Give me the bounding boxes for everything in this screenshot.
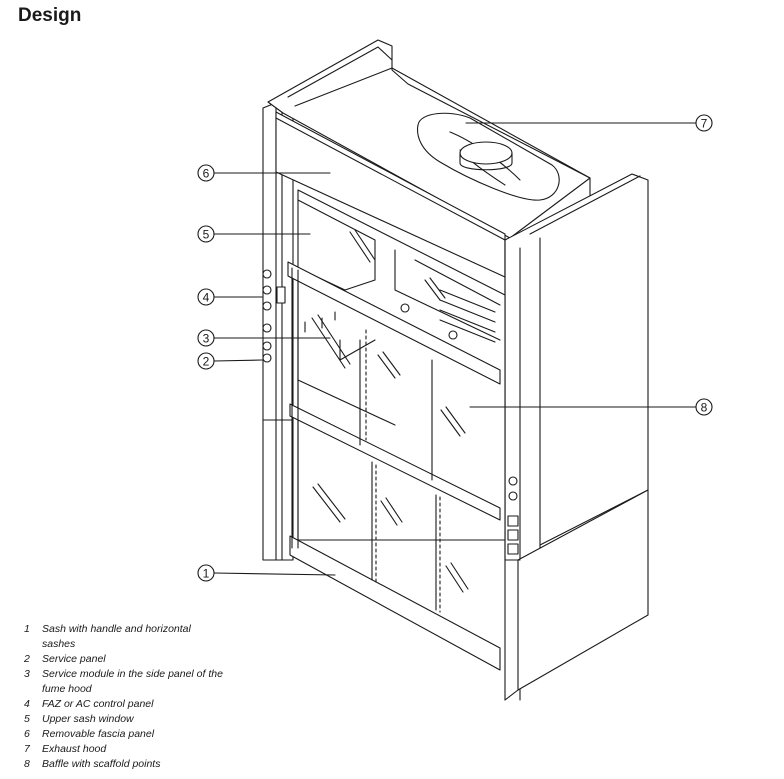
callout-3: 3 — [197, 329, 215, 347]
callout-7: 7 — [695, 114, 713, 132]
legend-text: Removable fascia panel — [42, 728, 155, 740]
legend-item: 8 Baffle with scaffold points — [24, 757, 224, 772]
exhaust-hood — [417, 112, 560, 201]
legend-item: 4 FAZ or AC control panel — [24, 697, 224, 712]
legend: 1 Sash with handle and horizontal sashes… — [24, 622, 224, 772]
svg-text:8: 8 — [701, 401, 708, 415]
legend-number: 8 — [24, 758, 30, 770]
legend-text: FAZ or AC control panel — [42, 698, 154, 710]
svg-text:5: 5 — [203, 228, 210, 242]
legend-text: Service panel — [42, 653, 106, 665]
legend-item: 7 Exhaust hood — [24, 742, 224, 757]
legend-text: Baffle with scaffold points — [42, 758, 161, 770]
service-fittings — [262, 269, 336, 363]
sash-frame — [287, 261, 501, 671]
legend-number: 7 — [24, 743, 30, 755]
svg-text:4: 4 — [203, 291, 210, 305]
svg-text:3: 3 — [203, 332, 210, 346]
legend-item: 5 Upper sash window — [24, 712, 224, 727]
legend-number: 3 — [24, 668, 30, 680]
legend-number: 1 — [24, 623, 30, 635]
legend-number: 2 — [24, 653, 30, 665]
svg-text:2: 2 — [203, 355, 210, 369]
louvre-panel — [400, 289, 496, 343]
right-fittings — [507, 476, 519, 555]
left-side-panel — [262, 95, 294, 561]
page-title: Design — [18, 5, 82, 26]
legend-text: Service module in the side panel of the … — [42, 668, 223, 695]
right-side-panel — [504, 173, 649, 701]
legend-number: 4 — [24, 698, 30, 710]
callout-6: 6 — [197, 164, 215, 182]
legend-item: 6 Removable fascia panel — [24, 727, 224, 742]
legend-number: 5 — [24, 713, 30, 725]
svg-text:6: 6 — [203, 167, 210, 181]
callout-8: 8 — [695, 398, 713, 416]
legend-text: Upper sash window — [42, 713, 134, 725]
callout-5: 5 — [197, 225, 215, 243]
svg-text:1: 1 — [203, 567, 210, 581]
legend-number: 6 — [24, 728, 30, 740]
callout-leaders — [213, 122, 697, 576]
svg-text:7: 7 — [701, 117, 708, 131]
legend-text: Sash with handle and horizontal sashes — [42, 623, 191, 650]
legend-item: 2 Service panel — [24, 652, 224, 667]
legend-item: 1 Sash with handle and horizontal sashes — [24, 622, 224, 652]
callout-2: 2 — [197, 352, 215, 370]
callout-4: 4 — [197, 288, 215, 306]
legend-item: 3 Service module in the side panel of th… — [24, 667, 224, 697]
callout-1: 1 — [197, 564, 215, 582]
legend-text: Exhaust hood — [42, 743, 107, 755]
glass-reflections — [311, 229, 469, 593]
